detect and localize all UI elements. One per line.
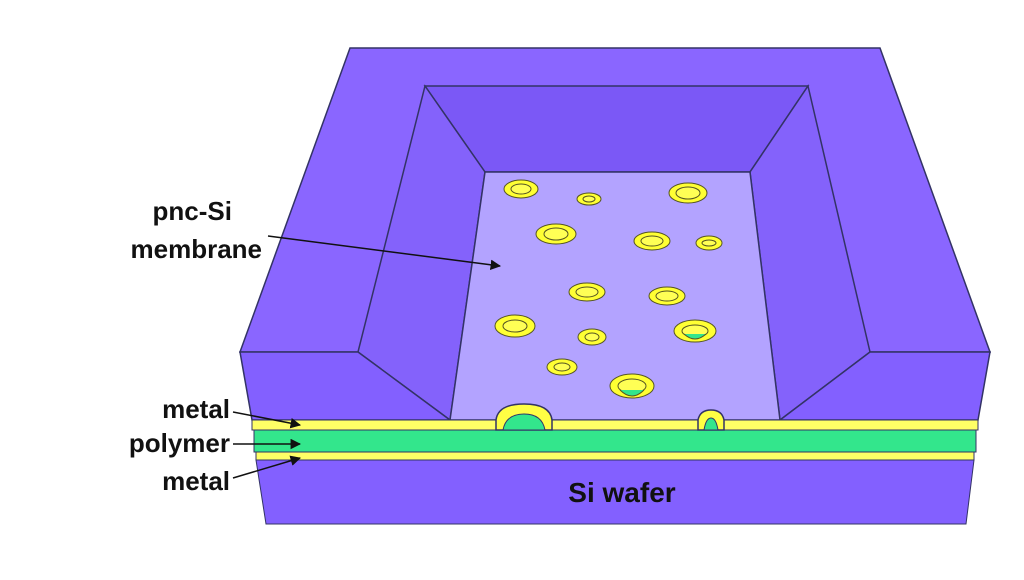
pore: [503, 179, 539, 199]
layer-stack: [251, 403, 979, 461]
pore: [609, 373, 655, 399]
label-membrane: membrane: [131, 234, 263, 264]
metal-bottom-layer: [255, 451, 975, 461]
label-pnc-si: pnc-Si: [153, 196, 232, 226]
wafer-frame: [238, 47, 992, 422]
label-metal-top: metal: [162, 394, 230, 424]
label-polymer: polymer: [129, 428, 230, 458]
cavity-wall-back: [423, 85, 810, 173]
pore: [576, 192, 602, 206]
pore: [648, 286, 686, 306]
label-metal-bottom: metal: [162, 466, 230, 496]
si-wafer-base: [255, 459, 975, 525]
metal-top-arrow: [232, 411, 302, 429]
metal-bottom-arrow: [232, 455, 302, 479]
pore: [673, 319, 717, 343]
label-si-wafer: Si wafer: [568, 477, 675, 508]
pore-cross-section-inner: [502, 413, 546, 431]
pore: [546, 358, 578, 376]
pore: [633, 231, 671, 251]
pore: [695, 235, 723, 251]
metal-top-layer: [251, 419, 979, 431]
pore: [577, 328, 607, 346]
pore: [494, 314, 536, 338]
pore: [668, 182, 708, 204]
membrane-pores: [494, 179, 723, 399]
pore: [568, 282, 606, 302]
polymer-layer: [253, 429, 977, 453]
pore-cross-section-inner: [703, 417, 719, 431]
pore: [535, 223, 577, 245]
membrane-arrow: [267, 235, 502, 270]
